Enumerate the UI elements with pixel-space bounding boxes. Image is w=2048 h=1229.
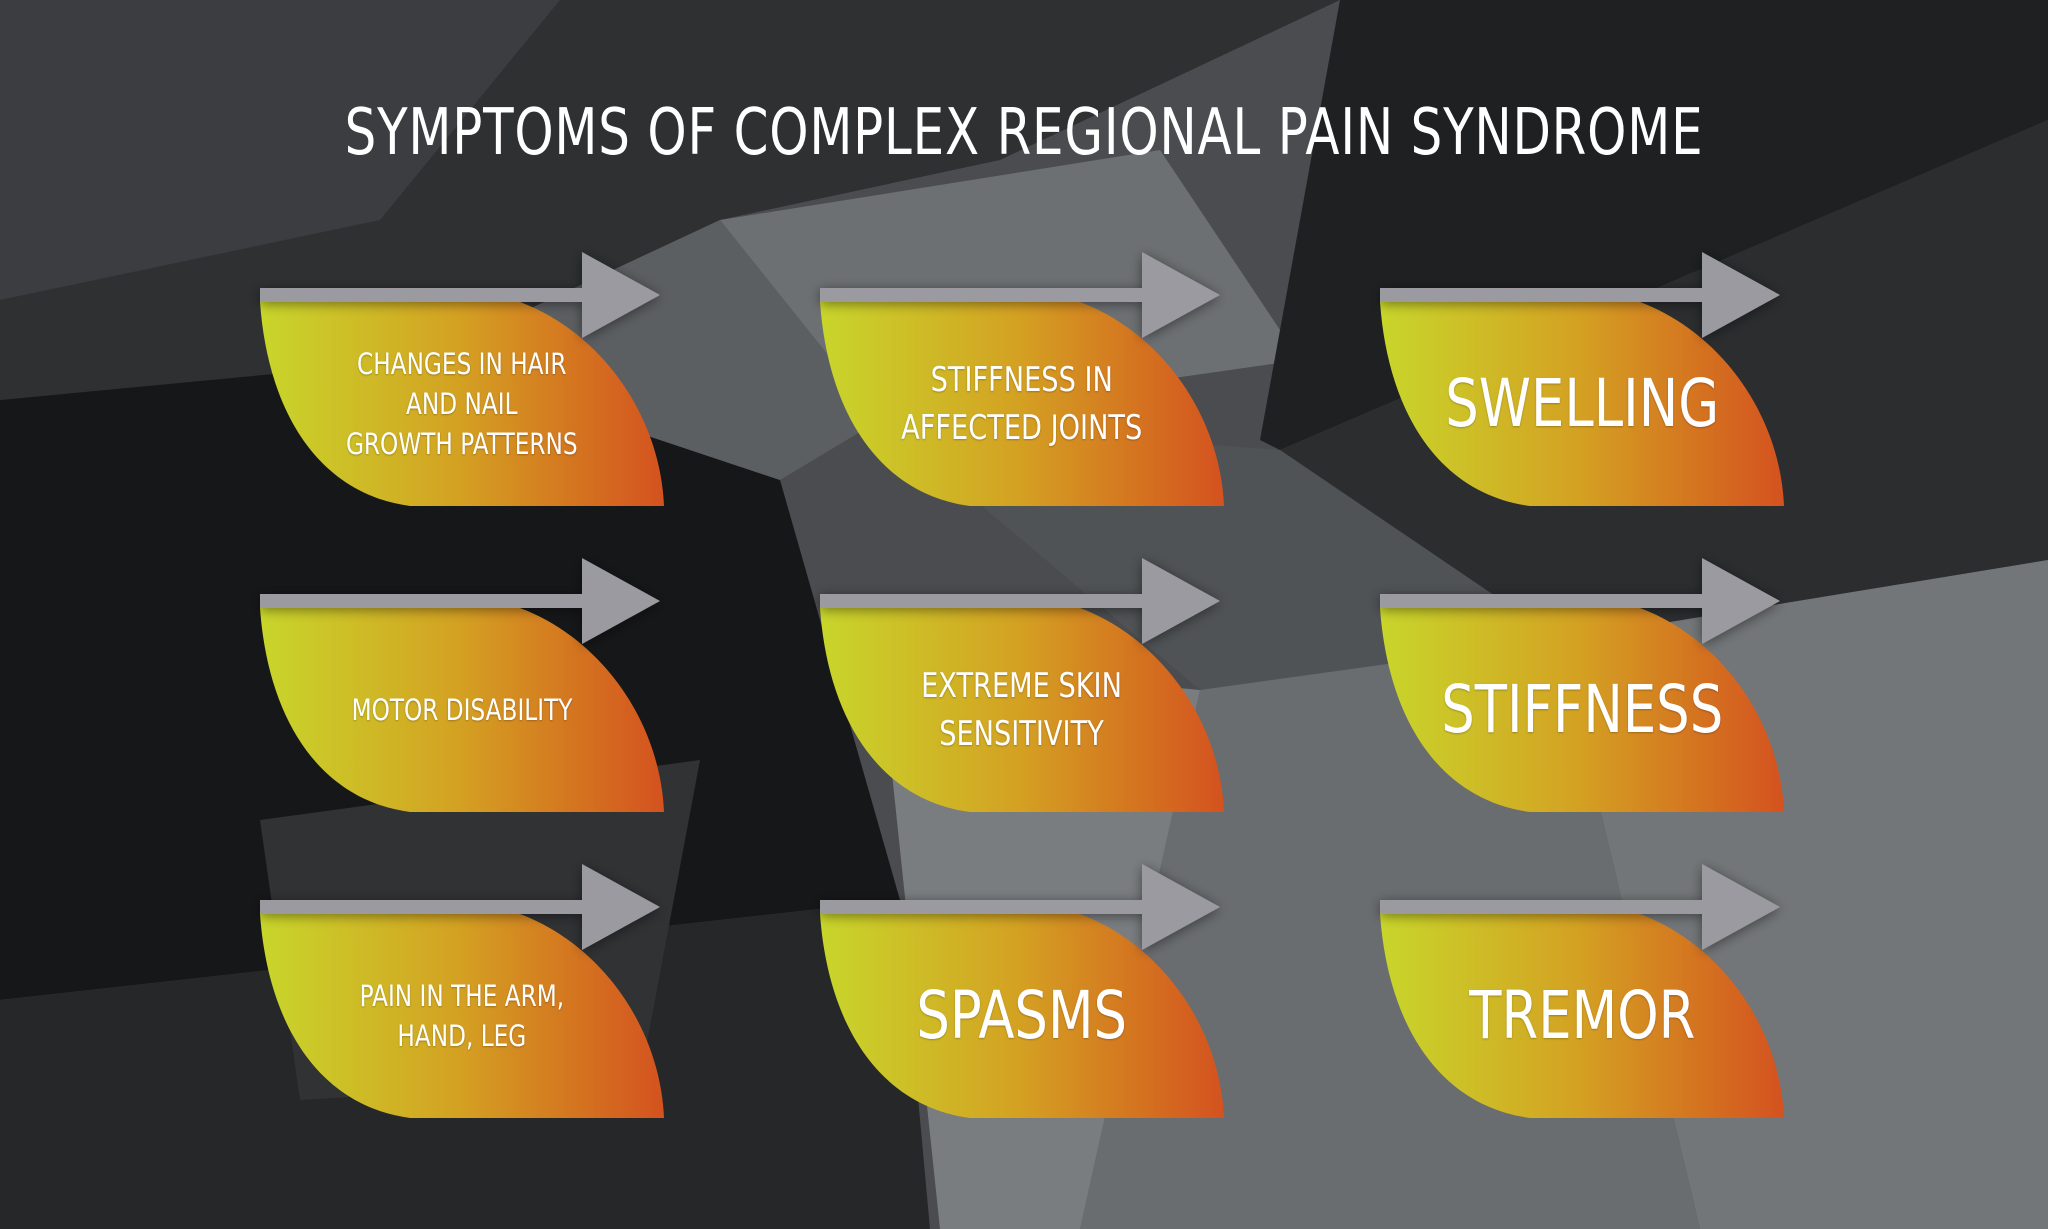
- symptom-card: STIFFNESS: [1380, 550, 1810, 812]
- arrow-icon: [1380, 558, 1780, 644]
- symptom-shape: [260, 558, 664, 812]
- arrow-icon: [1380, 864, 1780, 950]
- arrow-icon: [1380, 252, 1780, 338]
- leaf-shape: [820, 608, 1224, 812]
- leaf-shape: [1380, 302, 1784, 506]
- symptom-text: PAIN IN THE ARM, HAND, LEG: [359, 979, 565, 1053]
- symptom-label: SPASMS: [820, 914, 1224, 1118]
- symptom-shape: [1380, 864, 1784, 1118]
- leaf-shape: [260, 608, 664, 812]
- symptom-shape: [260, 864, 664, 1118]
- symptom-label: STIFFNESS: [1380, 608, 1784, 812]
- arrow-icon: [820, 864, 1220, 950]
- symptom-card: CHANGES IN HAIR AND NAIL GROWTH PATTERNS: [260, 244, 690, 506]
- leaf-shape: [820, 302, 1224, 506]
- symptom-text: STIFFNESS IN AFFECTED JOINTS: [901, 360, 1143, 448]
- symptom-card: EXTREME SKIN SENSITIVITY: [820, 550, 1250, 812]
- symptom-text: SWELLING: [1445, 365, 1719, 442]
- symptom-shape: [820, 558, 1224, 812]
- leaf-shape: [1380, 608, 1784, 812]
- symptom-text: EXTREME SKIN SENSITIVITY: [921, 666, 1123, 754]
- symptom-shape: [1380, 558, 1784, 812]
- symptom-label: EXTREME SKIN SENSITIVITY: [820, 608, 1224, 812]
- symptom-card: STIFFNESS IN AFFECTED JOINTS: [820, 244, 1250, 506]
- symptom-card: SPASMS: [820, 856, 1250, 1118]
- symptom-text: STIFFNESS: [1441, 671, 1723, 748]
- symptom-text: TREMOR: [1468, 977, 1696, 1054]
- symptom-shape: [260, 252, 664, 506]
- symptom-label: TREMOR: [1380, 914, 1784, 1118]
- arrow-icon: [820, 252, 1220, 338]
- symptom-label: STIFFNESS IN AFFECTED JOINTS: [820, 302, 1224, 506]
- leaf-shape: [260, 302, 664, 506]
- symptom-shape: [820, 864, 1224, 1118]
- arrow-icon: [820, 558, 1220, 644]
- page-title: SYMPTOMS OF COMPLEX REGIONAL PAIN SYNDRO…: [344, 96, 1704, 170]
- symptom-card: PAIN IN THE ARM, HAND, LEG: [260, 856, 690, 1118]
- symptom-text: CHANGES IN HAIR AND NAIL GROWTH PATTERNS: [346, 347, 578, 461]
- symptom-text: MOTOR DISABILITY: [351, 693, 573, 727]
- leaf-shape: [820, 914, 1224, 1118]
- arrow-icon: [260, 252, 660, 338]
- symptom-label: PAIN IN THE ARM, HAND, LEG: [260, 914, 664, 1118]
- symptom-shape: [1380, 252, 1784, 506]
- symptom-card: MOTOR DISABILITY: [260, 550, 690, 812]
- leaf-shape: [1380, 914, 1784, 1118]
- arrow-icon: [260, 864, 660, 950]
- symptom-label: MOTOR DISABILITY: [260, 608, 664, 812]
- symptom-label: SWELLING: [1380, 302, 1784, 506]
- symptom-label: CHANGES IN HAIR AND NAIL GROWTH PATTERNS: [260, 302, 664, 506]
- symptom-shape: [820, 252, 1224, 506]
- arrow-icon: [260, 558, 660, 644]
- symptom-card: TREMOR: [1380, 856, 1810, 1118]
- symptom-text: SPASMS: [916, 977, 1128, 1054]
- leaf-shape: [260, 914, 664, 1118]
- symptom-card: SWELLING: [1380, 244, 1810, 506]
